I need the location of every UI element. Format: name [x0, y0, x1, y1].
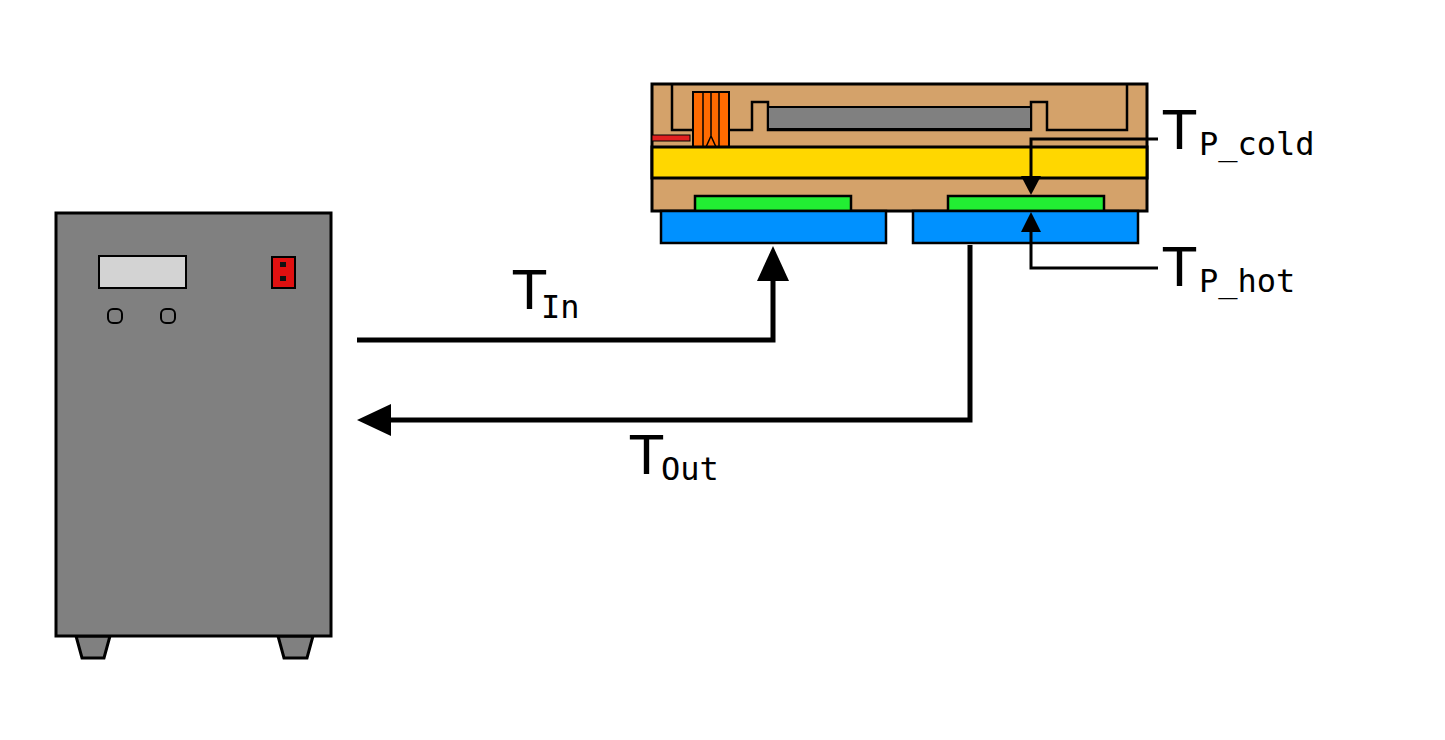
outlet-line: [388, 245, 970, 420]
arrowhead: [757, 246, 789, 281]
cabinet-foot: [76, 636, 110, 658]
yellow-layer: [652, 147, 1147, 178]
housing: [652, 84, 1147, 211]
cooling-block: [661, 211, 886, 243]
subscript: P_cold: [1199, 128, 1315, 160]
arrowhead: [357, 404, 391, 436]
subscript: In: [541, 291, 580, 323]
heater-wire: [652, 135, 690, 141]
peltier-element: [695, 196, 851, 211]
knob: [161, 309, 175, 323]
sample-plate: [768, 107, 1031, 129]
connector-block: [693, 92, 729, 147]
chiller-unit: [56, 213, 331, 658]
housing-profile: [672, 84, 1127, 130]
arrowhead: [1021, 176, 1041, 195]
leader-line: [1031, 139, 1158, 180]
device-stack: [652, 84, 1147, 243]
cabinet-foot: [278, 636, 313, 658]
cooling-block: [913, 211, 1138, 243]
switch-mark: [280, 262, 286, 267]
display: [99, 256, 186, 288]
knob: [108, 309, 122, 323]
coolant-lines: [357, 245, 970, 436]
cabinet-body: [56, 213, 331, 636]
sensor-leaders: [1021, 139, 1158, 268]
inlet-line: [357, 276, 773, 340]
temperature-symbol: T: [1163, 241, 1196, 295]
leader-line: [1031, 228, 1158, 268]
peltier-element: [948, 196, 1104, 211]
temperature-symbol: T: [1163, 104, 1196, 158]
subscript: P_hot: [1199, 265, 1295, 297]
connector-pins: [703, 92, 719, 147]
arrowhead: [1021, 212, 1041, 232]
power-switch: [272, 257, 295, 288]
switch-mark: [280, 276, 286, 281]
subscript: Out: [661, 453, 719, 485]
temperature-symbol: T: [630, 429, 663, 483]
